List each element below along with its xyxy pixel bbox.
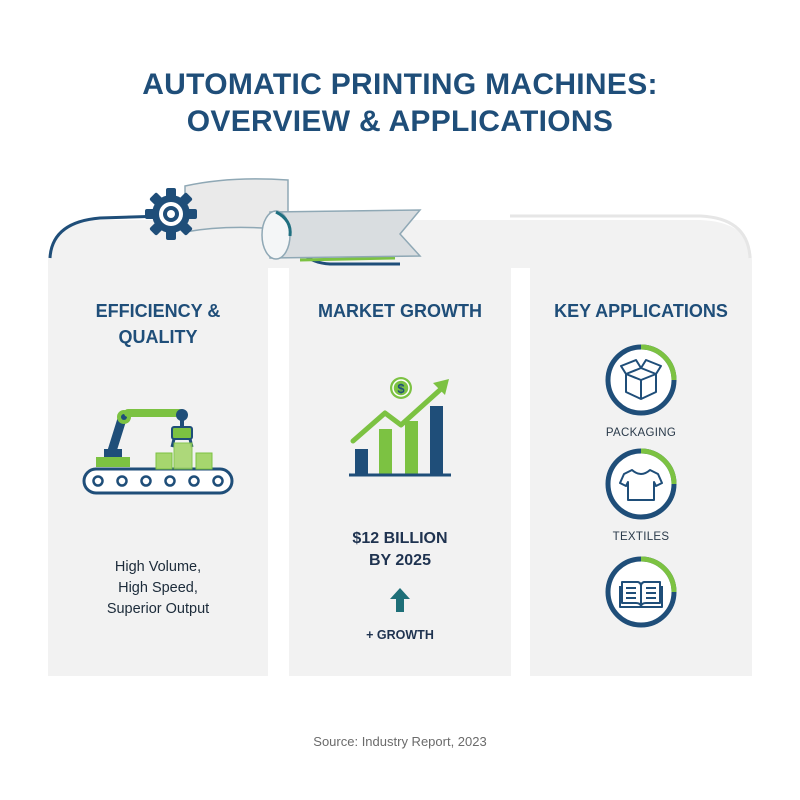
- title-line-2: OVERVIEW & APPLICATIONS: [186, 105, 614, 138]
- ribbon-icon: [184, 178, 422, 260]
- efficiency-text: High Volume, High Speed, Superior Output: [48, 557, 268, 620]
- up-arrow-icon: [390, 588, 410, 612]
- box-icon: [605, 344, 677, 416]
- efficiency-heading-line-2: QUALITY: [118, 327, 198, 347]
- growth-bar-chart-icon: $: [349, 377, 451, 477]
- applications-panel: KEY APPLICATIONS PACKAGING TEXTILES: [530, 268, 752, 676]
- gear-icon: [145, 188, 197, 240]
- market-stat-line-2: BY 2025: [369, 552, 431, 569]
- book-icon: [605, 556, 677, 628]
- efficiency-panel: EFFICIENCY & QUALITY High Volume, High S…: [48, 268, 268, 676]
- efficiency-heading-line-1: EFFICIENCY &: [95, 301, 221, 321]
- packaging-label: PACKAGING: [605, 427, 677, 439]
- efficiency-text-line-2: High Speed,: [118, 580, 198, 596]
- efficiency-heading: EFFICIENCY & QUALITY: [48, 298, 268, 350]
- source-note: Source: Industry Report, 2023: [313, 734, 487, 749]
- market-panel: MARKET GROWTH $ $12 BILLION BY 2025 + GR…: [289, 268, 511, 676]
- dollar-sign: $: [397, 381, 405, 396]
- applications-heading: KEY APPLICATIONS: [554, 301, 728, 321]
- robotic-arm-conveyor-icon: [82, 409, 234, 495]
- tshirt-icon: [605, 448, 677, 520]
- growth-label: + GROWTH: [366, 628, 434, 642]
- page-title: AUTOMATIC PRINTING MACHINES: OVERVIEW & …: [0, 66, 800, 140]
- efficiency-text-line-3: Superior Output: [106, 601, 210, 617]
- title-line-1: AUTOMATIC PRINTING MACHINES:: [142, 68, 658, 101]
- market-stat: $12 BILLION BY 2025: [289, 528, 511, 572]
- market-heading: MARKET GROWTH: [318, 301, 482, 321]
- textiles-label: TEXTILES: [612, 531, 670, 543]
- market-stat-line-1: $12 BILLION: [352, 530, 448, 547]
- efficiency-text-line-1: High Volume,: [114, 559, 202, 575]
